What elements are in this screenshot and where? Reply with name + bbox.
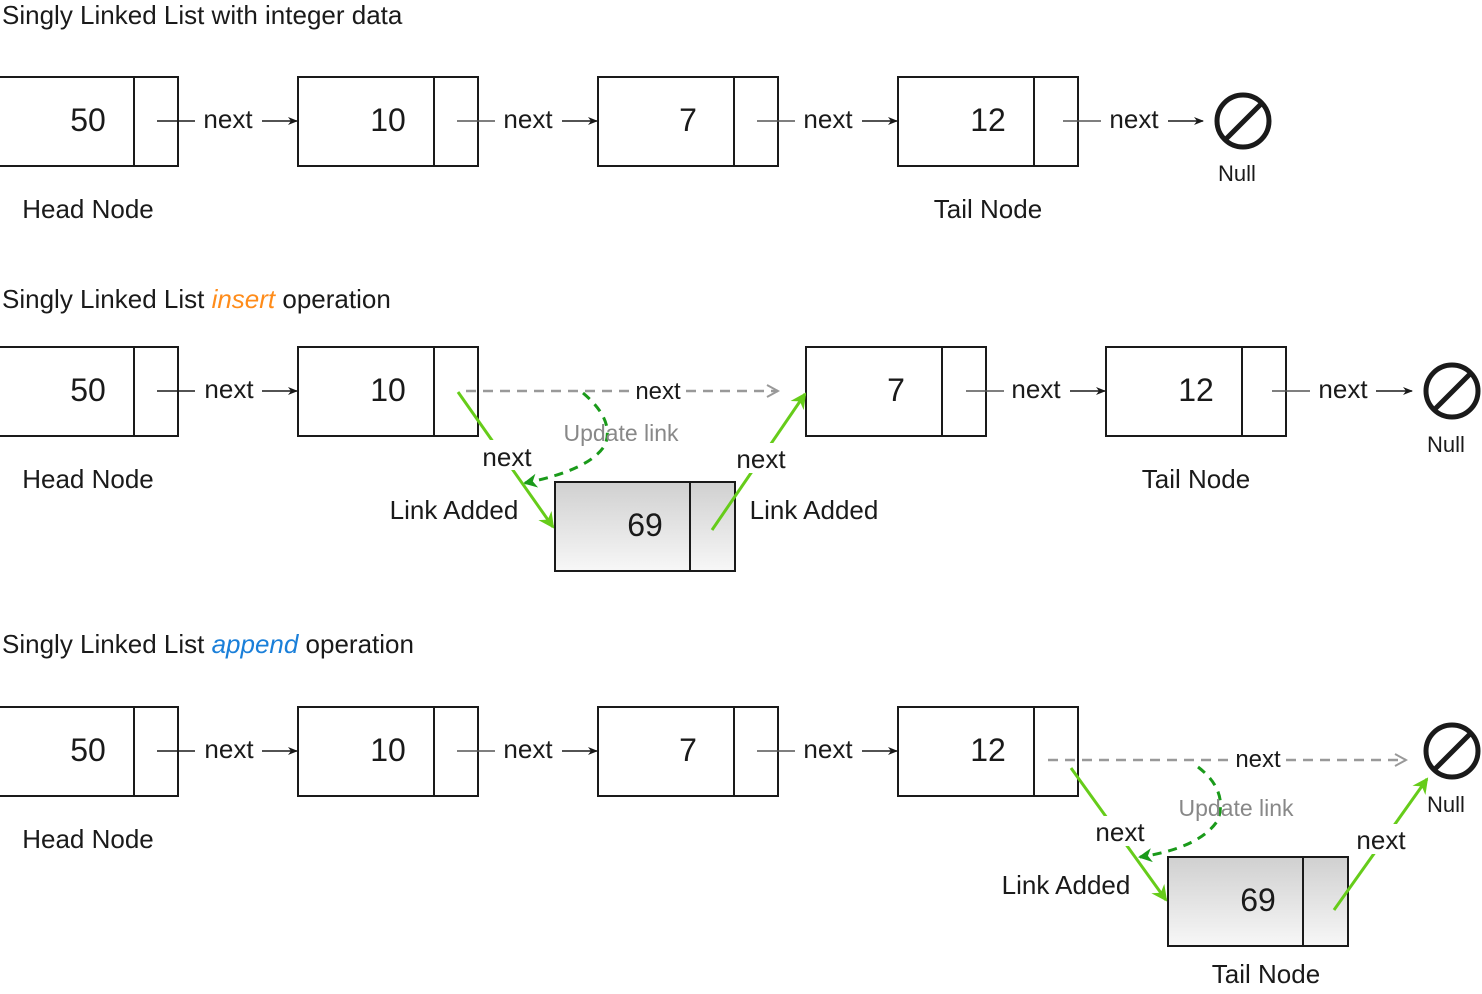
tail-node-label: Tail Node [1142,464,1250,494]
title-operation: insert [212,284,277,314]
next-label: next [204,374,254,404]
next-label: next [1011,374,1061,404]
node-value: 10 [370,372,406,408]
next-label: next [204,734,254,764]
update-link-arrow [523,391,609,488]
next-label: next [803,104,853,134]
diagram-1-title: Singly Linked List with integer data [2,0,403,30]
node-10: 10 [297,346,479,437]
link-added-label: Link Added [390,495,519,525]
diagram-3-title: Singly Linked List append operation [2,629,414,659]
update-link-label: Update link [1178,795,1294,821]
next-label: next [1356,825,1406,855]
head-node-label: Head Node [22,464,154,494]
title-operation: append [212,629,300,659]
update-link-label: Update link [563,420,679,446]
node-value: 50 [70,732,106,768]
new-node-69: 69 [1167,856,1349,947]
next-label: next [803,734,853,764]
node-value: 7 [679,732,697,768]
node-value: 50 [70,372,106,408]
node-value: 10 [370,732,406,768]
title-prefix: Singly Linked List [2,284,212,314]
next-label: next [482,442,532,472]
node-value: 10 [370,102,406,138]
update-link-arrow [1138,765,1222,863]
node-12: 12 [897,706,1079,797]
node-value: 7 [679,102,697,138]
null-icon [1214,92,1272,150]
next-label: next [635,378,681,405]
node-value: 7 [887,372,905,408]
head-node-label: Head Node [22,194,154,224]
null-label: Null [1427,792,1465,817]
next-pointer: next [757,104,898,134]
next-pointer: next [1063,104,1204,134]
link-added-label: Link Added [750,495,879,525]
node-value: 12 [1178,372,1214,408]
next-pointer: next [966,374,1106,404]
tail-node-label: Tail Node [1212,959,1320,989]
diagram-integer-data: Singly Linked List with integer data 50 … [0,0,1272,224]
next-label: next [1318,374,1368,404]
old-next-link: next [466,378,778,405]
diagram-append-operation: Singly Linked List append operation 50 1… [0,629,1481,989]
node-7: 7 [597,706,779,797]
head-node-label: Head Node [22,824,154,854]
next-label: next [503,734,553,764]
title-suffix: operation [298,629,414,659]
next-label: next [503,104,553,134]
next-label: next [736,444,786,474]
node-value: 12 [970,102,1006,138]
next-pointer: next [157,374,298,404]
node-12: 12 [1105,346,1287,437]
null-icon [1423,362,1481,420]
next-pointer: next [157,734,298,764]
title-prefix: Singly Linked List [2,629,212,659]
next-label: next [1109,104,1159,134]
node-value: 69 [627,507,663,543]
next-label: next [1095,817,1145,847]
node-50: 50 [0,706,179,797]
next-label: next [203,104,253,134]
next-pointer: next [157,104,298,134]
next-label: next [1235,746,1281,773]
title-suffix: operation [275,284,391,314]
node-7: 7 [805,346,987,437]
tail-node-label: Tail Node [934,194,1042,224]
node-7: 7 [597,76,779,167]
node-12: 12 [897,76,1079,167]
next-pointer: next [757,734,898,764]
new-node-69: 69 [554,481,736,572]
link-added-label: Link Added [1002,870,1131,900]
next-pointer: next [457,734,598,764]
null-icon [1423,722,1481,780]
node-value: 69 [1240,882,1276,918]
diagram-2-title: Singly Linked List insert operation [2,284,391,314]
null-label: Null [1427,432,1465,457]
null-label: Null [1218,161,1256,186]
next-pointer: next [457,104,598,134]
diagram-insert-operation: Singly Linked List insert operation 50 1… [0,284,1481,572]
node-value: 50 [70,102,106,138]
node-value: 12 [970,732,1006,768]
node-50: 50 [0,76,179,167]
old-next-link: next [1048,746,1406,773]
node-10: 10 [297,76,479,167]
next-pointer: next [1272,374,1413,404]
node-10: 10 [297,706,479,797]
node-50: 50 [0,346,179,437]
